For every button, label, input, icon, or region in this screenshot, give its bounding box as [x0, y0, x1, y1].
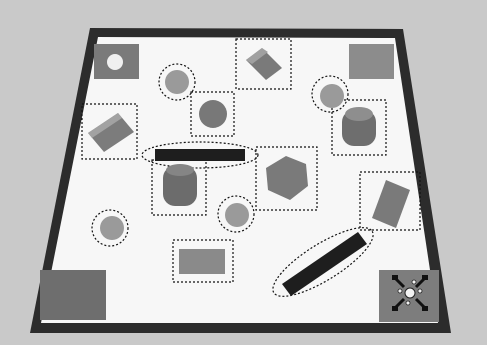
object-circle-lower-left	[100, 216, 124, 240]
object-circle-center-small	[225, 203, 249, 227]
object-dark-bar-center	[155, 149, 245, 161]
corner-marker-top-right	[349, 44, 394, 79]
corner-marker-bottom-left	[40, 270, 106, 320]
object-circle-upper-left	[165, 70, 189, 94]
object-box-lower-center	[179, 249, 225, 274]
object-circle-center	[199, 100, 227, 128]
object-cylinder-right	[342, 107, 376, 146]
object-cylinder-center	[163, 164, 197, 206]
corner-marker-top-left	[94, 44, 139, 79]
object-circle-upper-right	[320, 84, 344, 108]
